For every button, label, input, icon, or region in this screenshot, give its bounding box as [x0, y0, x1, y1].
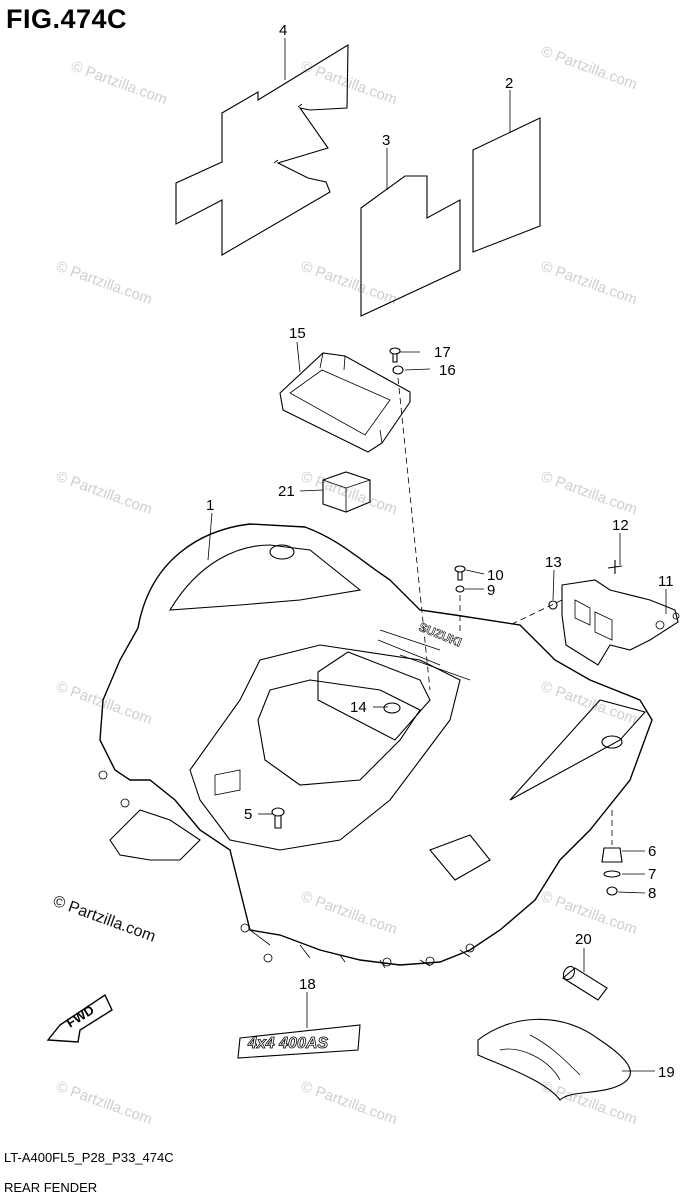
- figure-caption: REAR FENDER: [4, 1180, 98, 1195]
- part-3-decal: [360, 175, 461, 317]
- part-2-decal: [472, 117, 541, 253]
- callout-2: 2: [505, 75, 513, 92]
- callout-15: 15: [289, 325, 306, 342]
- part-19-cover: [477, 1018, 631, 1101]
- watermark: © Partzilla.com: [539, 43, 640, 94]
- part-5-bolt: [271, 807, 285, 829]
- callout-4: 4: [279, 22, 287, 39]
- watermark: © Partzilla.com: [539, 468, 640, 519]
- fasteners-9-10-12-13: [454, 560, 623, 635]
- watermark: © Partzilla.com: [299, 258, 400, 309]
- watermark: © Partzilla.com: [299, 1078, 400, 1129]
- fasteners-6-7-8: [601, 810, 623, 896]
- fwd-label: FWD: [64, 1002, 97, 1030]
- fasteners-16-17: [389, 347, 431, 691]
- callout-6: 6: [648, 843, 656, 860]
- watermark: © Partzilla.com: [299, 888, 400, 939]
- callout-numbers: 4 2 3 15 17 16 21 1 12 13 11 10 9 14 5 6…: [206, 22, 675, 1081]
- callout-9: 9: [487, 582, 495, 599]
- fwd-arrow-icon: FWD: [46, 993, 113, 1043]
- callout-14: 14: [350, 699, 367, 716]
- brand-embossed: SUZUKI: [417, 620, 464, 650]
- callout-19: 19: [658, 1064, 675, 1081]
- watermarks: © Partzilla.com © Partzilla.com © Partzi…: [51, 43, 640, 1129]
- figure-title: FIG.474C: [6, 4, 128, 34]
- callout-12: 12: [612, 517, 629, 534]
- part-15-rear-box: [279, 352, 411, 453]
- watermark: © Partzilla.com: [539, 1078, 640, 1129]
- callout-20: 20: [575, 931, 592, 948]
- callout-7: 7: [648, 866, 656, 883]
- callout-11: 11: [658, 573, 674, 590]
- watermark: © Partzilla.com: [54, 258, 155, 309]
- watermark: © Partzilla.com: [539, 678, 640, 729]
- callout-8: 8: [648, 885, 656, 902]
- callout-1: 1: [206, 497, 214, 514]
- decal-18-text: 4x4 400AS: [247, 1035, 328, 1052]
- callout-18: 18: [299, 976, 316, 993]
- callout-10: 10: [487, 567, 504, 584]
- callout-21: 21: [278, 483, 295, 500]
- figure-code: LT-A400FL5_P28_P33_474C: [4, 1150, 174, 1165]
- watermark: © Partzilla.com: [69, 58, 170, 109]
- leader-lines: [207, 38, 667, 1072]
- watermark: © Partzilla.com: [54, 678, 155, 729]
- part-4-decal: [175, 44, 349, 256]
- watermark: © Partzilla.com: [539, 258, 640, 309]
- part-1-rear-fender: [98, 523, 653, 969]
- callout-16: 16: [439, 362, 456, 379]
- callout-5: 5: [244, 806, 252, 823]
- callout-17: 17: [434, 344, 451, 361]
- callout-13: 13: [545, 554, 562, 571]
- callout-3: 3: [382, 132, 390, 149]
- watermark: © Partzilla.com: [54, 468, 155, 519]
- part-11-bracket: [509, 579, 680, 666]
- part-18-decal: 4x4 400AS: [237, 1024, 361, 1059]
- watermark: © Partzilla.com: [54, 1078, 155, 1129]
- part-21-foam-block: [322, 471, 371, 513]
- watermark-main: © Partzilla.com: [51, 893, 158, 946]
- part-20-tube: [562, 965, 608, 1001]
